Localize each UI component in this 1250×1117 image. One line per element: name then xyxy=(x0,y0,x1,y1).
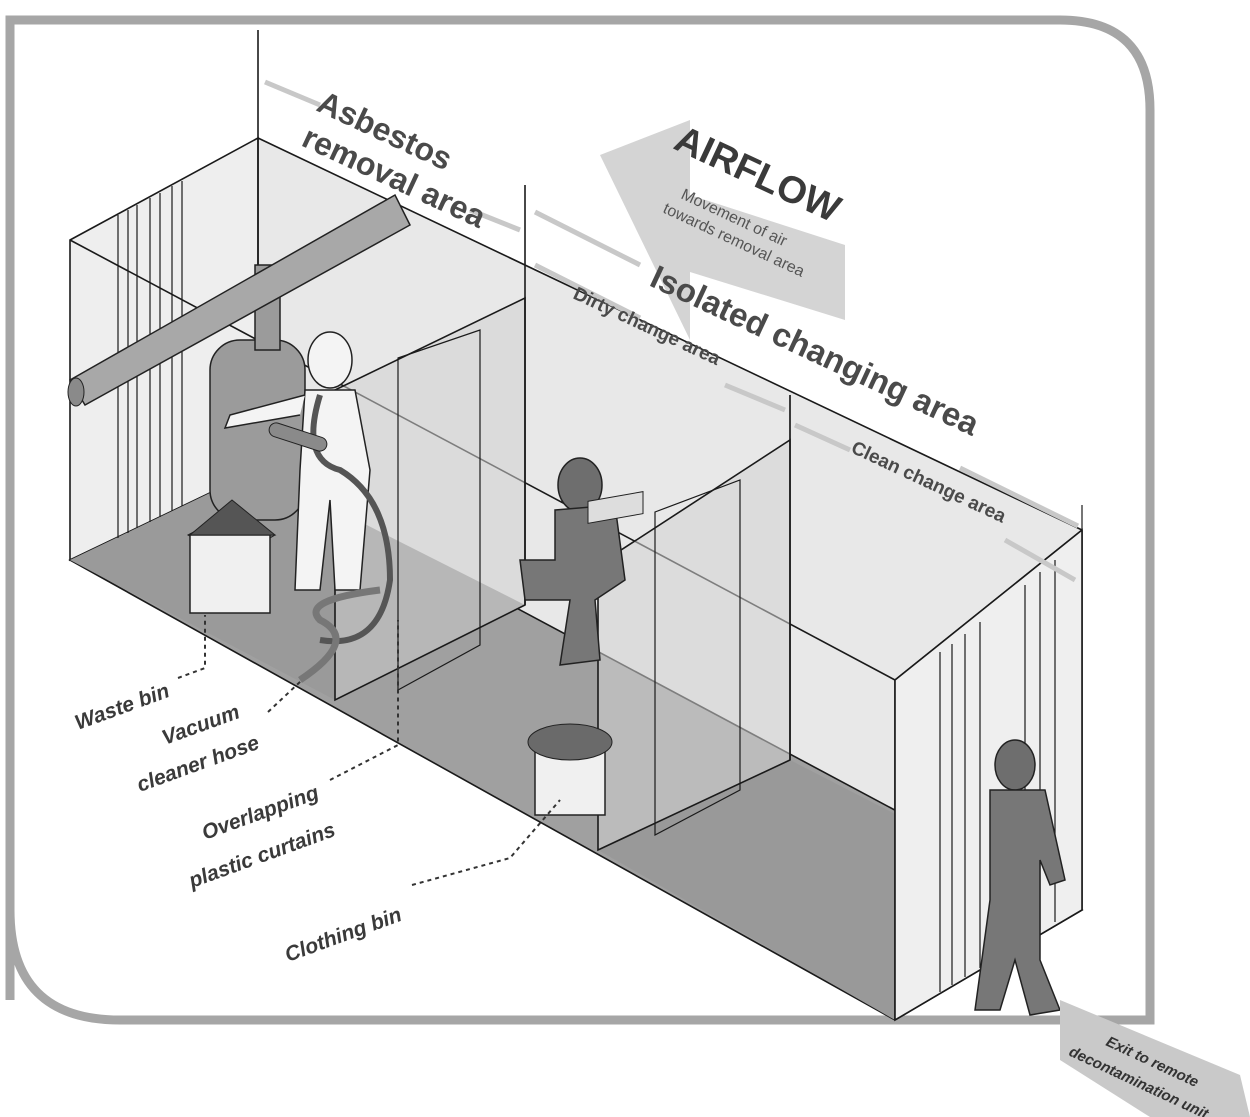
clothing-bin xyxy=(528,724,612,815)
waste-bin-label: Waste bin xyxy=(72,679,173,734)
clothing-bin-label: Clothing bin xyxy=(282,903,405,966)
vacuum-label-line2: cleaner hose xyxy=(134,731,263,797)
